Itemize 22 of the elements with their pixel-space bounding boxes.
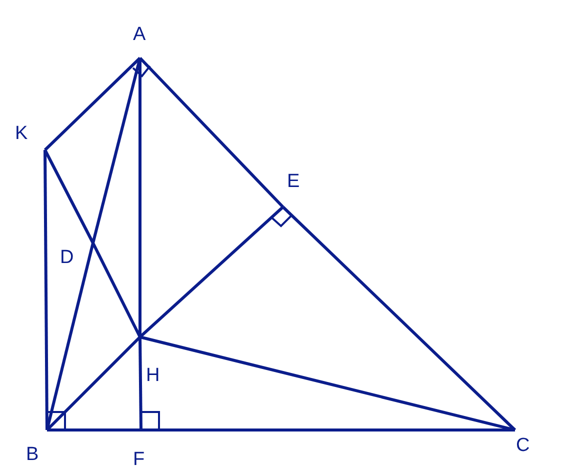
line-segment [282, 206, 516, 432]
line-segment [44, 149, 94, 244]
line-segment [138, 56, 284, 208]
point-label: H [146, 366, 160, 386]
point-label: D [60, 248, 74, 268]
line-segment [47, 428, 141, 432]
point-label: K [15, 124, 28, 144]
line-segment [44, 150, 48, 430]
line-segment [138, 336, 142, 430]
point-label: A [133, 25, 146, 45]
line-segment [138, 58, 142, 337]
point-label: C [516, 436, 530, 456]
line-segment [46, 336, 142, 432]
point-label: B [26, 445, 39, 465]
line-segment [140, 336, 516, 432]
point-label: E [287, 172, 300, 192]
line-segment [141, 428, 515, 432]
line-segment [139, 206, 284, 338]
line-segment [92, 58, 142, 244]
line-segment [44, 56, 142, 152]
line-segment [92, 242, 142, 338]
point-label: F [133, 450, 145, 470]
